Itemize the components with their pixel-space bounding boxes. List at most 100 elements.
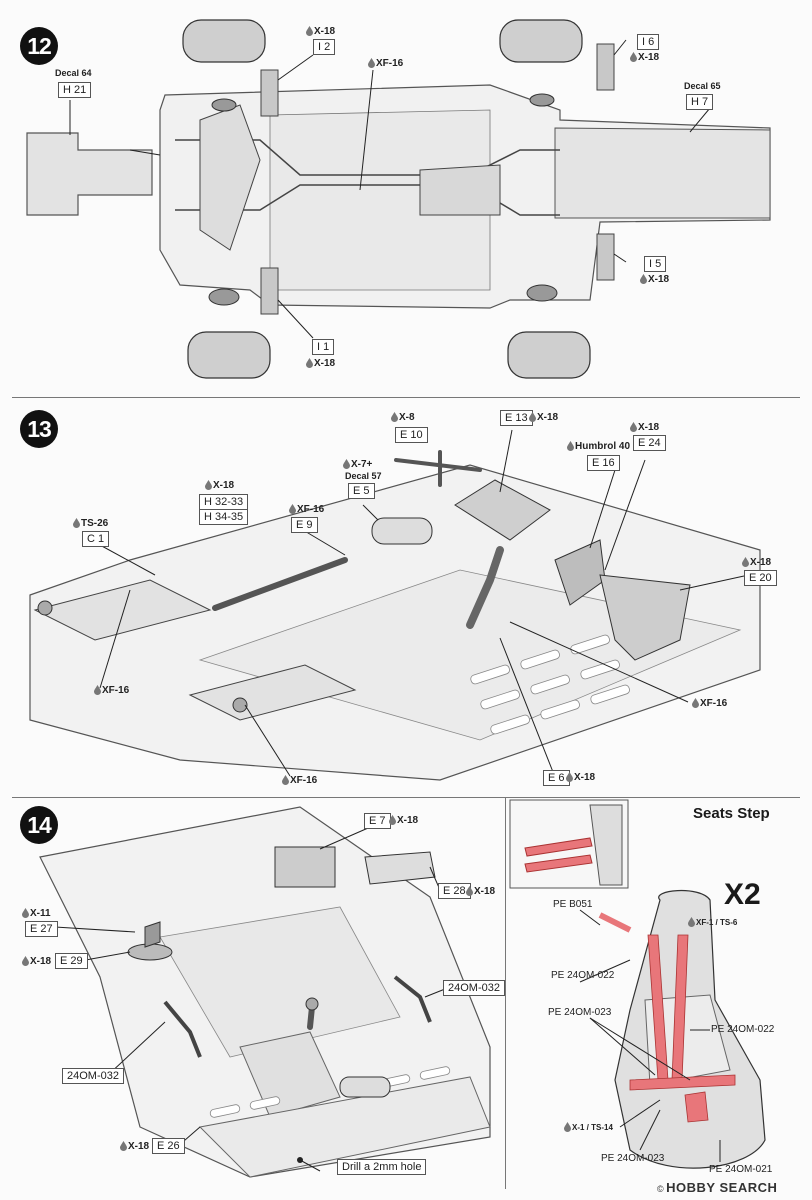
part-e26-box: E 26 — [152, 1138, 185, 1154]
racing-seat-drawing — [598, 890, 766, 1169]
paint-drop-icon — [466, 886, 473, 896]
paint-x18-e6: X-18 — [566, 772, 595, 783]
paint-x18-label: X-18 — [306, 26, 335, 37]
paint-drop-icon — [306, 358, 313, 368]
paint-drop-icon — [529, 412, 536, 422]
copyright-symbol: © — [657, 1184, 664, 1194]
seats-quantity-x2: X2 — [724, 878, 761, 911]
paint-drop-icon — [73, 518, 80, 528]
part-e7-box: E 7 — [364, 813, 391, 829]
part-e6-box: E 6 — [543, 770, 570, 786]
seat-belt-detail-inset — [509, 799, 629, 889]
pe-24om-032-left: 24OM-032 — [62, 1068, 124, 1084]
part-h7-box: H 7 — [686, 94, 714, 110]
paint-drop-icon — [22, 908, 29, 918]
step-12-chassis-drawing — [26, 19, 771, 379]
paint-drop-icon — [688, 917, 695, 927]
paint-xf1-ts6: XF-1 / TS-6 — [688, 917, 737, 928]
paint-x18-e26: X-18 — [120, 1141, 149, 1152]
pe-24om-023-a: PE 24OM-023 — [548, 1007, 612, 1018]
part-e5-box: E 5 — [348, 483, 375, 499]
paint-drop-icon — [343, 459, 350, 469]
decal-64-label: Decal 64 — [55, 68, 92, 78]
paint-x18-e28: X-18 — [466, 886, 495, 897]
paint-x18-e7: X-18 — [389, 815, 418, 826]
divider-vertical — [505, 797, 506, 1189]
pe-b051-label: PE B051 — [553, 899, 593, 910]
paint-drop-icon — [282, 775, 289, 785]
paint-drop-icon — [120, 1141, 127, 1151]
part-e13-box: E 13 — [500, 410, 533, 426]
paint-x8-label: X-8 — [391, 412, 415, 423]
step-13-number: 13 — [20, 410, 58, 448]
part-e16-box: E 16 — [587, 455, 620, 471]
seats-step-title: Seats Step — [693, 805, 770, 822]
paint-x18-e24: X-18 — [630, 422, 659, 433]
step-12-number: 12 — [20, 27, 58, 65]
paint-drop-icon — [391, 412, 398, 422]
paint-drop-icon — [630, 52, 637, 62]
paint-xf16-e9: XF-16 — [289, 504, 324, 515]
part-i2-box: I 2 — [313, 39, 336, 55]
part-h34-box: H 34-35 — [199, 509, 249, 525]
part-h21-box: H 21 — [58, 82, 92, 98]
humbrol-40-label: Humbrol 40 — [567, 441, 630, 452]
paint-drop-icon — [306, 26, 313, 36]
paint-x18-e29: X-18 — [22, 956, 51, 967]
pe-24om-022-a: PE 24OM-022 — [551, 970, 615, 981]
part-e28-box: E 28 — [438, 883, 471, 899]
divider-top — [12, 397, 800, 398]
paint-drop-icon — [566, 772, 573, 782]
paint-drop-icon — [368, 58, 375, 68]
part-i5-box: I 5 — [644, 256, 667, 272]
paint-drop-icon — [630, 422, 637, 432]
paint-drop-icon — [389, 815, 396, 825]
paint-x11-label: X-11 — [22, 908, 51, 919]
paint-drop-icon — [692, 698, 699, 708]
step-14-number: 14 — [20, 806, 58, 844]
brand-logo-text: HOBBY SEARCH — [666, 1180, 778, 1195]
part-e27-box: E 27 — [25, 921, 58, 937]
paint-xf16-right: XF-16 — [692, 698, 727, 709]
part-e29-box: E 29 — [55, 953, 88, 969]
part-h32-box: H 32-33 — [199, 494, 249, 510]
divider-middle — [12, 797, 800, 798]
part-c1-box: C 1 — [82, 531, 110, 547]
paint-ts26-label: TS-26 — [73, 518, 108, 529]
paint-drop-icon — [742, 557, 749, 567]
paint-drop-icon — [640, 274, 647, 284]
part-e10-box: E 10 — [395, 427, 428, 443]
paint-drop-icon — [289, 504, 296, 514]
paint-xf16-label: XF-16 — [368, 58, 403, 69]
pe-24om-022-b: PE 24OM-022 — [711, 1024, 775, 1035]
decal-65-label: Decal 65 — [684, 81, 721, 91]
pe-24om-032-right: 24OM-032 — [443, 980, 505, 996]
part-e20-box: E 20 — [744, 570, 777, 586]
paint-x18-e13: X-18 — [529, 412, 558, 423]
paint-x18-i6: X-18 — [630, 52, 659, 63]
paint-x18-e20: X-18 — [742, 557, 771, 568]
step-14-interior-drawing — [39, 806, 491, 1178]
paint-drop-icon — [564, 1122, 571, 1132]
step-13-cockpit-drawing — [29, 429, 761, 781]
pe-24om-021: PE 24OM-021 — [709, 1164, 773, 1175]
paint-drop-icon — [567, 441, 574, 451]
paint-x18-h32: X-18 — [205, 480, 234, 491]
footer-brand: © HOBBY SEARCH — [657, 1180, 777, 1195]
paint-xf16-left: XF-16 — [94, 685, 129, 696]
paint-drop-icon — [205, 480, 212, 490]
paint-x7-label: X-7+ — [343, 459, 372, 470]
paint-x1-ts14: X-1 / TS-14 — [564, 1122, 613, 1133]
paint-drop-icon — [22, 956, 29, 966]
paint-x18-i5: X-18 — [640, 274, 669, 285]
drill-hole-note: Drill a 2mm hole — [337, 1159, 427, 1175]
pe-24om-023-b: PE 24OM-023 — [601, 1153, 665, 1164]
part-i6-box: I 6 — [637, 34, 660, 50]
part-e9-box: E 9 — [291, 517, 318, 533]
paint-xf16-bottom: XF-16 — [282, 775, 317, 786]
part-i1-box: I 1 — [312, 339, 335, 355]
paint-x18-i1: X-18 — [306, 358, 335, 369]
decal-57-label: Decal 57 — [345, 471, 382, 481]
paint-drop-icon — [94, 685, 101, 695]
part-e24-box: E 24 — [633, 435, 666, 451]
